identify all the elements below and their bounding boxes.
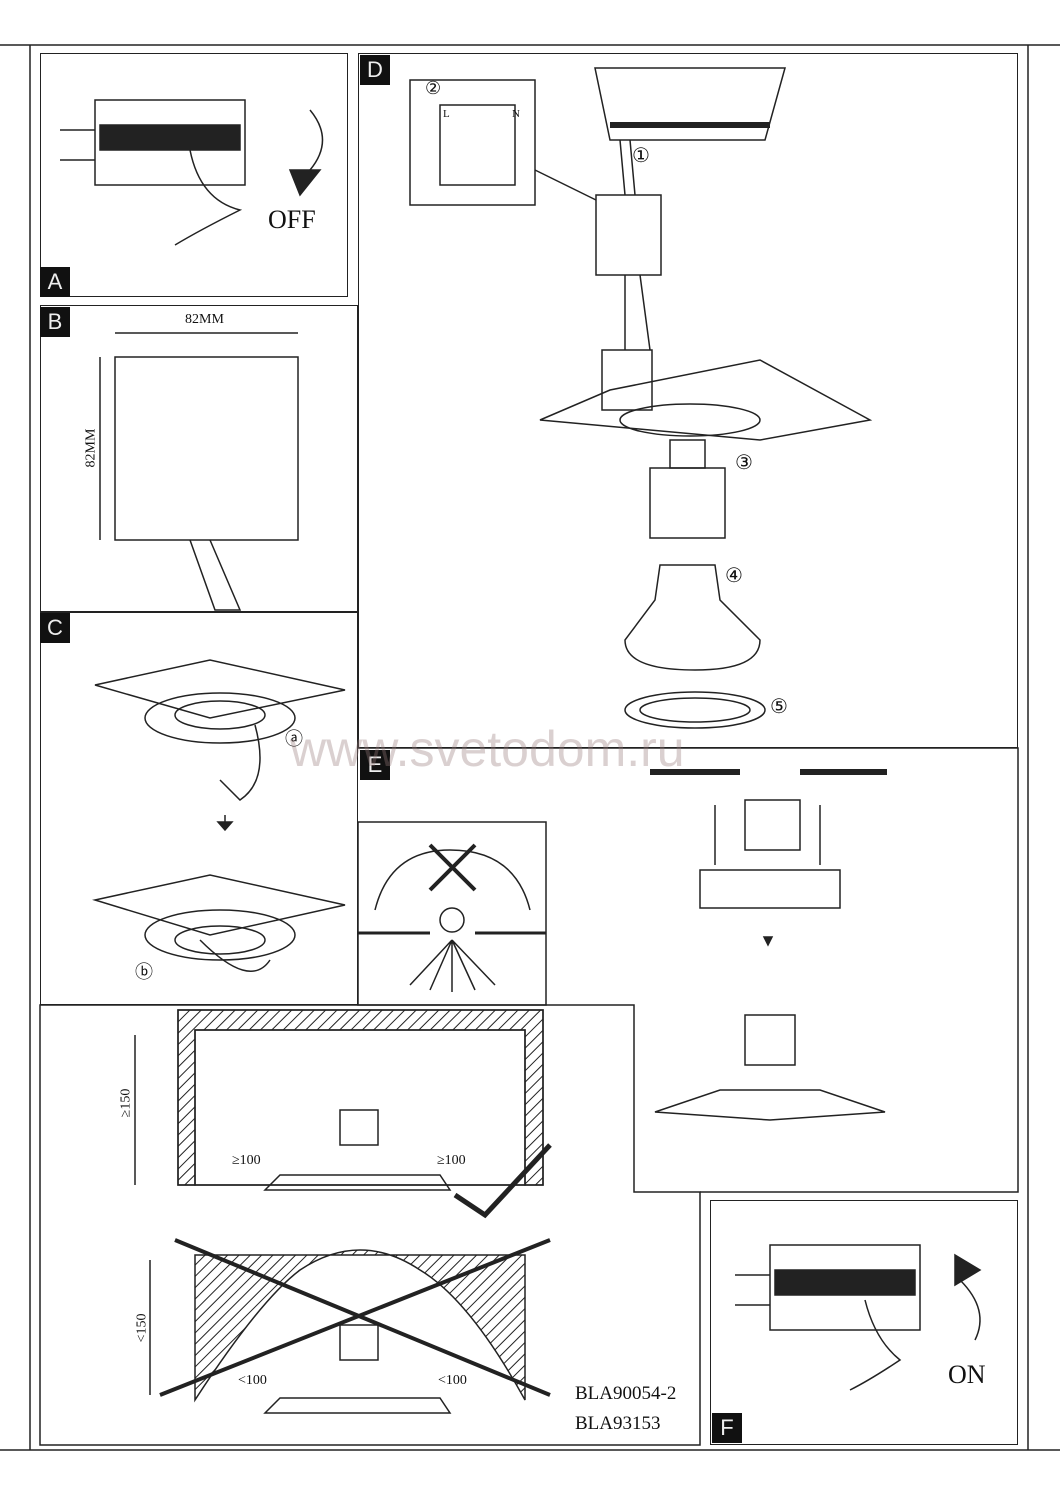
panel-label-f: F — [712, 1413, 742, 1443]
min-side-right: ≥100 — [437, 1153, 466, 1168]
panel-label-d: D — [360, 55, 390, 85]
panel-b — [40, 305, 358, 612]
panel-f — [710, 1200, 1018, 1445]
bad-side-left: <100 — [238, 1373, 267, 1388]
model-number-2: BLA93153 — [575, 1413, 661, 1434]
on-label: ON — [948, 1360, 986, 1389]
model-number-1: BLA90054-2 — [575, 1383, 677, 1404]
step-3: ③ — [735, 452, 753, 474]
step-4: ④ — [725, 565, 743, 587]
panel-label-c: C — [40, 613, 70, 643]
bad-side-right: <100 — [438, 1373, 467, 1388]
bad-height: <150 — [134, 1313, 150, 1343]
step-1: ① — [632, 145, 650, 167]
panel-label-b: B — [40, 307, 70, 337]
cutout-height: 82MM — [83, 428, 99, 468]
cutout-width: 82MM — [185, 312, 224, 327]
off-label: OFF — [268, 205, 316, 234]
terminal-l: L — [443, 108, 450, 120]
watermark: www.svetodom.ru — [290, 721, 685, 777]
step-2: ② — [425, 78, 442, 98]
step-a: ⓐ — [285, 729, 303, 749]
panel-d — [358, 53, 1018, 748]
panel-a — [40, 53, 348, 297]
step-5: ⑤ — [770, 696, 788, 718]
panel-label-a: A — [40, 267, 70, 297]
panel-label-e: E — [360, 750, 390, 780]
step-b: ⓑ — [135, 962, 153, 982]
terminal-n: N — [512, 108, 520, 120]
min-side-left: ≥100 — [232, 1153, 261, 1168]
min-height: ≥150 — [118, 1088, 134, 1118]
panel-c — [40, 612, 358, 1005]
